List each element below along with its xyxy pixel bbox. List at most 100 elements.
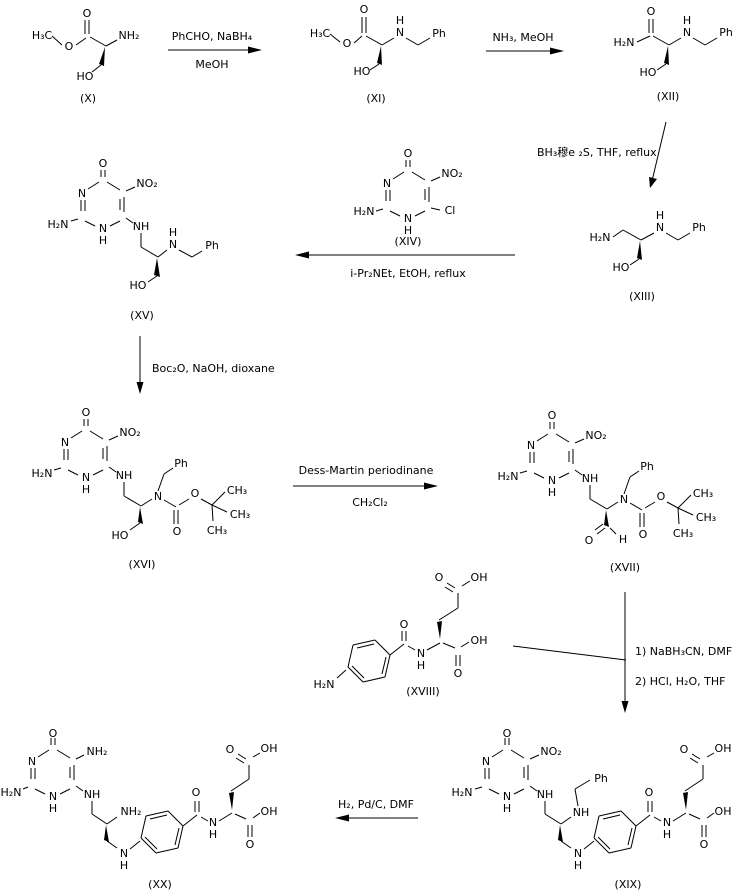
compound-xii-bonds — [636, 19, 718, 71]
atom-label: OH — [715, 805, 732, 818]
atom-label: N — [683, 26, 691, 39]
atom-label: H — [82, 483, 90, 496]
atom-label: CH₃ — [693, 487, 713, 500]
atom-label: NH — [116, 469, 133, 482]
atom-label: O — [65, 40, 74, 53]
feed-line-from-xviii — [512, 645, 627, 661]
atom-label: O — [585, 534, 594, 547]
arrowhead-icon — [295, 251, 309, 259]
atom-label: N — [99, 222, 107, 235]
atom-label: N — [417, 647, 425, 660]
compound-xvi-id: (XVI) — [129, 558, 156, 571]
atom-label: H₂N — [48, 218, 69, 231]
compound-xx-id: (XX) — [148, 878, 172, 891]
atom-label: N — [28, 755, 36, 768]
reaction-arrow-4: i-Pr₂NEt, EtOH, reflux — [295, 251, 515, 280]
atom-label: N — [527, 439, 535, 452]
atom-label: H — [99, 234, 107, 247]
atom-label: OH — [261, 742, 278, 755]
step5-reagents: Boc₂O, NaOH, dioxane — [152, 362, 275, 375]
atom-label: N — [383, 177, 391, 190]
atom-label: H — [169, 226, 177, 239]
atom-label: H — [396, 14, 404, 27]
step7-reagents-2: 2) HCl, H₂O, THF — [635, 675, 725, 688]
atom-label: O — [246, 838, 255, 851]
atom-label: H₂N — [32, 467, 53, 480]
compound-xii: H₂N O H N Ph HO (XII) — [614, 5, 733, 103]
compound-xvi-bonds — [53, 419, 228, 531]
arrowhead-icon — [649, 177, 657, 188]
atom-label: O — [343, 37, 352, 50]
atom-label: HO — [613, 261, 630, 274]
atom-label: O — [657, 490, 666, 503]
atom-label: N — [154, 490, 162, 503]
atom-label: H — [548, 486, 556, 499]
compound-xiii-bonds — [612, 229, 691, 266]
atom-label: N — [61, 436, 69, 449]
compound-xviii: H₂N O N H O OH O OH (XVIII) — [314, 571, 488, 698]
atom-label: NO₂ — [540, 745, 561, 758]
compound-xiv-id: (XIV) — [395, 235, 422, 248]
compound-xiii-id: (XIII) — [629, 290, 655, 303]
step6-reagents: Dess-Martin periodinane — [299, 464, 434, 477]
atom-label: NO₂ — [136, 177, 157, 190]
atom-label: Ph — [174, 457, 188, 470]
atom-label: H₂N — [614, 36, 635, 49]
atom-label: O — [503, 727, 512, 740]
atom-label: O — [83, 7, 92, 20]
atom-label: CH₃ — [207, 524, 227, 537]
compound-xix-id: (XIX) — [615, 878, 642, 891]
atom-label: H₃C — [310, 27, 331, 40]
atom-label: H — [574, 859, 582, 872]
atom-label: CH₃ — [673, 527, 693, 540]
atom-label: OH — [715, 742, 732, 755]
atom-label: HO — [112, 529, 129, 542]
atom-label: H₂N — [498, 470, 519, 483]
atom-label: H — [404, 224, 412, 237]
step7-reagents-1: 1) NaBH₃CN, DMF — [635, 645, 732, 658]
atom-label: Cl — [445, 204, 456, 217]
atom-label: NH₂ — [87, 745, 108, 758]
atom-label: OH — [471, 634, 488, 647]
compound-xv-id: (XV) — [130, 309, 154, 322]
atom-label: O — [645, 786, 654, 799]
atom-label: N — [548, 474, 556, 487]
atom-label: O — [680, 743, 689, 756]
atom-label: H — [209, 828, 217, 841]
atom-label: H — [503, 802, 511, 815]
atom-label: HO — [77, 70, 94, 83]
atom-label: O — [404, 147, 413, 160]
compound-xi-bonds — [329, 17, 431, 71]
compound-xiv-bonds — [375, 160, 441, 217]
atom-label: O — [192, 786, 201, 799]
compound-xviii-bonds — [336, 580, 471, 683]
atom-label: Ph — [432, 27, 446, 40]
atom-label: CH₃ — [227, 484, 247, 497]
arrowhead-icon — [335, 814, 349, 822]
compound-xix: O N H₂N N H NO₂ NH NH Ph N H O N H O OH … — [452, 727, 732, 891]
atom-label: H — [417, 659, 425, 672]
atom-label: NH — [537, 788, 554, 801]
compound-xx: O N H₂N N H NH₂ NH NH₂ N H O N H O OH O … — [1, 727, 278, 891]
atom-label: Ph — [719, 26, 733, 39]
atom-label: H₃C — [32, 29, 53, 42]
atom-label: HO — [130, 279, 147, 292]
atom-label: N — [482, 755, 490, 768]
atom-label: NH — [582, 472, 599, 485]
atom-label: N — [574, 847, 582, 860]
compound-xix-bonds — [474, 738, 715, 854]
atom-label: O — [82, 406, 91, 419]
reaction-arrow-6: Dess-Martin periodinane CH₂Cl₂ — [293, 464, 438, 509]
arrowhead-icon — [424, 482, 438, 490]
arrowhead-icon — [550, 47, 564, 55]
step8-reagents: H₂, Pd/C, DMF — [338, 798, 414, 811]
compound-xvii: O N H₂N N H NO₂ NH N Ph O H O O CH₃ CH₃ … — [498, 409, 717, 574]
atom-label: H — [120, 859, 128, 872]
atom-label: CH₃ — [230, 508, 250, 521]
atom-label: Ph — [594, 772, 608, 785]
step3-reagents: BH₃穆e ₂S, THF, reflux — [537, 145, 657, 159]
atom-label: N — [620, 493, 628, 506]
atom-label: NO₂ — [441, 167, 462, 180]
atom-label: NH — [84, 788, 101, 801]
atom-label: O — [639, 528, 648, 541]
